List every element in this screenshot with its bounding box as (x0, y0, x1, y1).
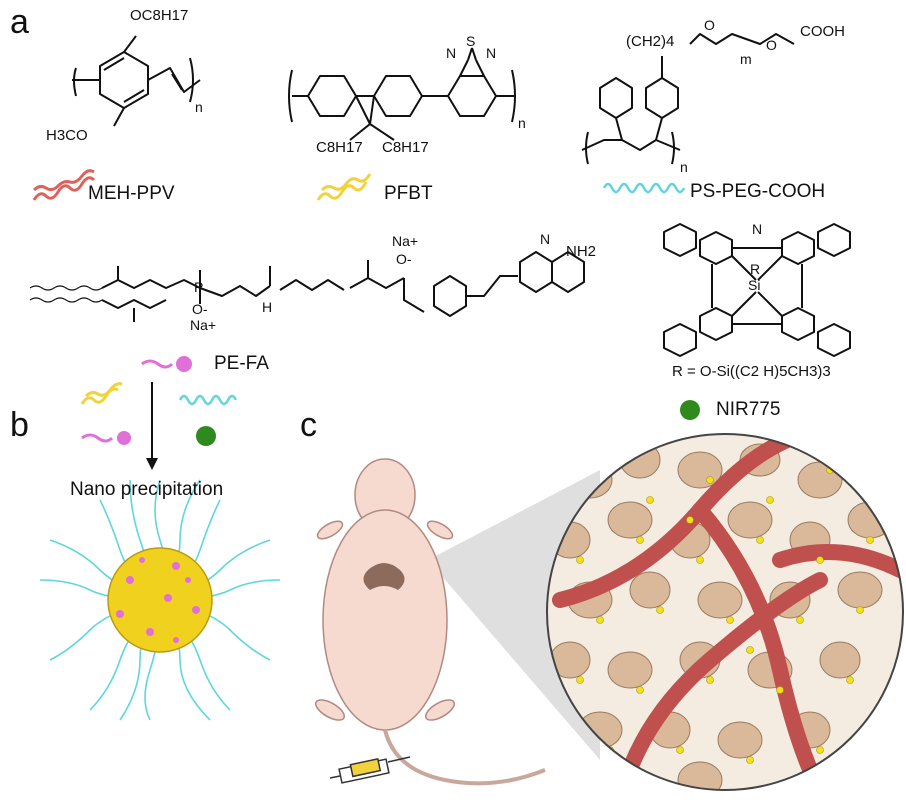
ps-peg-m: m (740, 51, 752, 67)
pfbt-n1: N (446, 45, 457, 61)
pe-fa-icon (141, 356, 192, 372)
ps-peg-cooh-structure (581, 33, 795, 165)
tumor (363, 563, 405, 590)
pe-fa-na1: Na+ (392, 233, 419, 249)
nir775-r-definition: R = O-Si((C2 H)5CH3)3 (672, 363, 831, 380)
ps-peg-cooh: COOH (800, 23, 845, 40)
pe-fa-h: H (262, 299, 273, 315)
nir775-icon (680, 400, 700, 420)
nir775-si: Si (748, 277, 761, 293)
pfbt-c8h17-left: C8H17 (316, 139, 363, 156)
nir775-label: NIR775 (716, 399, 781, 420)
pe-fa-structure (29, 251, 585, 322)
pe-fa-o-minus2: O- (396, 251, 412, 267)
pe-fa-na2: Na+ (190, 317, 217, 333)
ps-peg-o2: O (766, 37, 777, 53)
pe-fa-nh2: NH2 (566, 243, 597, 260)
meh-ppv-label: MEH-PPV (88, 183, 175, 204)
nir775-r: R (750, 261, 761, 277)
nir775-n: N (752, 221, 763, 237)
pe-fa-n: N (540, 231, 551, 247)
pe-fa-input-icon (81, 433, 114, 443)
zoom-cone (428, 470, 600, 760)
panel-label-c: c (300, 406, 317, 444)
pfbt-label: PFBT (384, 183, 433, 204)
meh-ppv-n: n (195, 99, 203, 115)
process-step-label: Nano precipitation (70, 479, 224, 500)
mouse (314, 458, 546, 786)
ps-peg-o1: O (704, 17, 715, 33)
pfbt-n2: N (486, 45, 497, 61)
meh-ppv-h3co: H3CO (46, 127, 88, 144)
pe-fa-o-minus1: O- (192, 301, 208, 317)
pfbt-structure (288, 47, 516, 141)
panel-label-a: a (10, 3, 29, 41)
ps-peg-ch2: (CH2)4 (626, 33, 675, 50)
meh-ppv-structure (72, 35, 201, 127)
ps-peg-cooh-label: PS-PEG-COOH (690, 181, 826, 202)
pfbt-icon (316, 173, 372, 201)
pfbt-c8h17-right: C8H17 (382, 139, 429, 156)
nir775-input-icon (196, 426, 216, 446)
ps-peg-n: n (680, 159, 688, 175)
panel-label-b: b (10, 406, 29, 444)
syringe (329, 756, 411, 784)
nir775-structure (663, 223, 851, 357)
ps-peg-cooh-icon (602, 182, 686, 194)
meh-ppv-icon (32, 169, 96, 201)
meh-ppv-oc8h17: OC8H17 (130, 7, 189, 24)
pe-fa-p: P (194, 279, 204, 295)
pfbt-n: n (518, 115, 526, 131)
pe-fa-label: PE-FA (214, 353, 269, 374)
ps-peg-input-icon (178, 394, 238, 406)
tissue-view (547, 434, 903, 790)
pfbt-s: S (466, 33, 476, 49)
